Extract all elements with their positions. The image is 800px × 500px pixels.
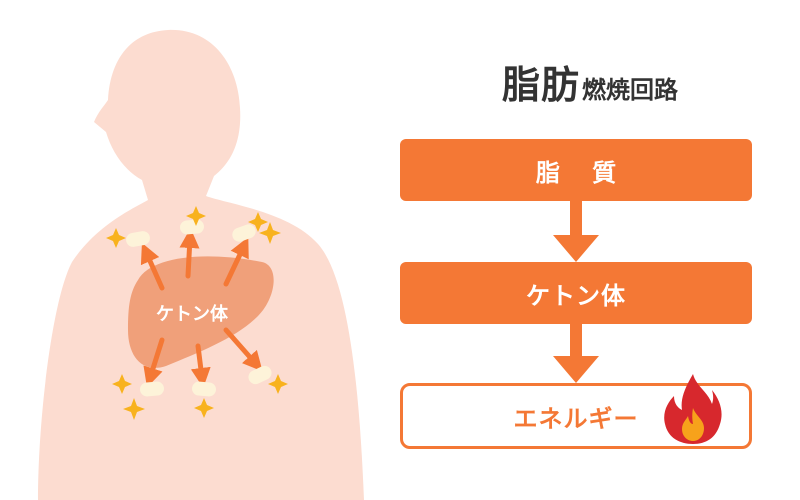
title-sub: 燃焼回路 bbox=[582, 76, 678, 104]
flow-box-label: 脂 質 bbox=[535, 158, 629, 187]
particle bbox=[140, 381, 164, 397]
sparkle-icon bbox=[248, 212, 268, 232]
particle bbox=[192, 381, 216, 397]
arrow-up-left bbox=[140, 242, 165, 291]
flow-arrow-down bbox=[553, 324, 599, 383]
sparkle-icon bbox=[186, 206, 206, 226]
flow-box-ketone: ケトン体 bbox=[400, 262, 752, 324]
particle bbox=[232, 224, 256, 242]
sparkle-icon bbox=[106, 228, 126, 248]
flow-arrow-down bbox=[553, 201, 599, 262]
arrow-up-right bbox=[223, 236, 249, 287]
arrow-down-left bbox=[143, 337, 165, 388]
sparkle-icon bbox=[268, 374, 288, 394]
particle bbox=[180, 219, 204, 235]
sparkle-icon bbox=[259, 222, 281, 244]
sparkle-icons bbox=[106, 206, 288, 420]
particle bbox=[126, 231, 150, 247]
organ-label: ケトン体 bbox=[156, 303, 229, 325]
arrow-down bbox=[190, 343, 211, 388]
particle bbox=[248, 365, 272, 385]
sparkle-icon bbox=[112, 374, 132, 394]
diagram-title: 脂肪燃焼回路 bbox=[430, 54, 750, 109]
ketone-particles bbox=[126, 219, 272, 397]
release-arrows bbox=[140, 228, 263, 388]
flow-box-label: ケトン体 bbox=[526, 281, 626, 310]
arrow-up bbox=[179, 228, 200, 279]
arrow-down-right bbox=[223, 327, 263, 372]
sparkle-icon bbox=[123, 398, 145, 420]
sparkle-icon bbox=[194, 398, 214, 418]
title-main: 脂肪 bbox=[501, 63, 580, 107]
flow-box-lipid: 脂 質 bbox=[400, 139, 752, 201]
fire-icon bbox=[664, 374, 722, 444]
flow-box-label: エネルギー bbox=[513, 404, 639, 433]
